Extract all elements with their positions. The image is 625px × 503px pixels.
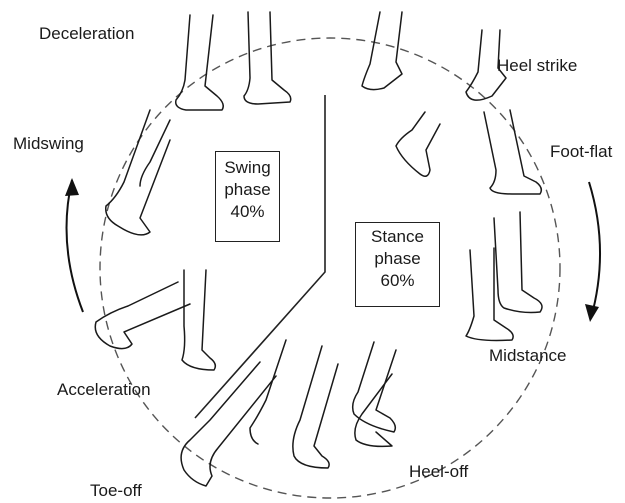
leg-illustration-heel-strike [362,12,402,90]
right-arrow-head-icon [585,304,599,322]
swing-phase-box: Swing phase 40% [215,151,280,242]
label-midswing: Midswing [13,134,84,154]
leg-illustration-midstance-b [466,248,513,341]
gait-cycle-circle [100,38,560,498]
label-foot-flat: Foot-flat [550,142,612,162]
leg-illustration-midswing [106,110,170,235]
leg-illustration-foot-flat [484,110,541,194]
right-cycle-arrow [589,182,600,318]
label-acceleration: Acceleration [57,380,151,400]
leg-illustration-deceleration-a [176,15,224,110]
label-midstance: Midstance [489,346,566,366]
swing-phase-title: Swing [216,157,279,179]
leg-illustration-heel-off-c [293,346,338,468]
swing-phase-subtitle: phase [216,179,279,201]
stance-phase-subtitle: phase [356,248,439,270]
stance-phase-box: Stance phase 60% [355,222,440,307]
leg-illustration-deceleration-b [244,12,291,104]
label-heel-off: Heel-off [409,462,468,482]
leg-illustration-heel-strike-c [396,112,440,176]
left-arrow-head-icon [65,178,79,196]
label-heel-strike: Heel strike [497,56,577,76]
leg-illustration-toe-off-b [250,340,286,444]
swing-phase-percent: 40% [216,201,279,223]
leg-illustration-acceleration-a [95,282,190,349]
leg-illustration-midstance-a [494,212,542,313]
label-deceleration: Deceleration [39,24,134,44]
left-cycle-arrow [67,180,83,312]
stance-phase-percent: 60% [356,270,439,292]
leg-illustration-acceleration-b [182,270,215,370]
label-toe-off: Toe-off [90,481,142,501]
stance-phase-title: Stance [356,226,439,248]
